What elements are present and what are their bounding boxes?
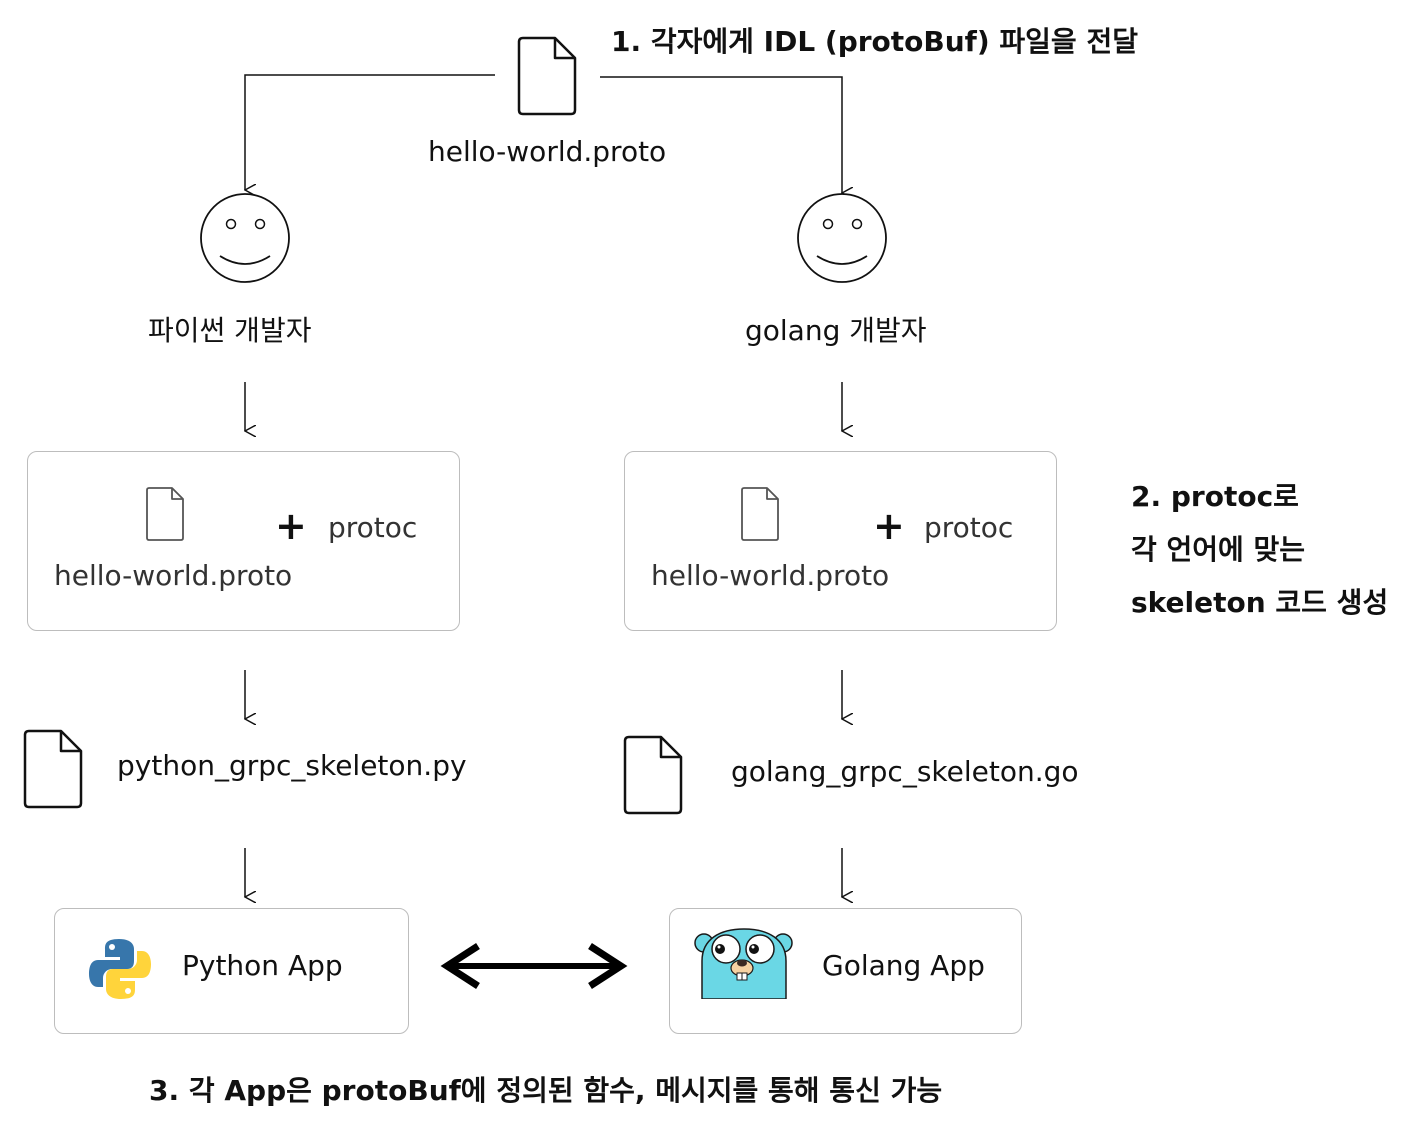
smiley-face-icon (797, 193, 887, 283)
smiley-face-icon (200, 193, 290, 283)
golang-compile-box: + protoc hello-world.proto (624, 451, 1057, 631)
file-icon (23, 729, 83, 809)
proto-file-label: hello-world.proto (54, 559, 293, 592)
connector-to-python-dev (245, 74, 495, 190)
python-compile-box: + protoc hello-world.proto (27, 451, 460, 631)
step2-line2: 각 언어에 맞는 (1131, 533, 1306, 566)
step1-caption: 1. 각자에게 IDL (protoBuf) 파일을 전달 (611, 25, 1138, 58)
python-app-label: Python App (182, 949, 343, 982)
python-developer-label: 파이썬 개발자 (148, 314, 312, 347)
protoc-label: protoc (924, 511, 1014, 544)
golang-skeleton-file: golang_grpc_skeleton.go (731, 755, 1079, 788)
proto-file-label: hello-world.proto (651, 559, 890, 592)
connector-to-golang-dev (600, 76, 842, 193)
plus-sign: + (275, 504, 307, 548)
bidirectional-arrow (440, 943, 628, 989)
file-icon (146, 487, 184, 541)
step2-caption: 2. protoc로 각 언어에 맞는 skeleton 코드 생성 (1131, 470, 1388, 629)
python-logo-icon (89, 939, 151, 999)
source-file-name: hello-world.proto (428, 135, 667, 168)
golang-app-box: Golang App (669, 908, 1022, 1034)
file-icon (517, 36, 577, 116)
go-gopher-icon (694, 928, 793, 999)
plus-sign: + (873, 504, 905, 548)
golang-app-label: Golang App (822, 949, 985, 982)
file-icon (623, 735, 683, 815)
golang-developer-label: golang 개발자 (745, 314, 927, 347)
file-icon (741, 487, 779, 541)
step2-line3: skeleton 코드 생성 (1131, 586, 1389, 619)
python-skeleton-file: python_grpc_skeleton.py (117, 749, 467, 782)
step2-line1: 2. protoc로 (1131, 480, 1299, 513)
python-app-box: Python App (54, 908, 409, 1034)
protoc-label: protoc (328, 511, 418, 544)
step3-caption: 3. 각 App은 protoBuf에 정의된 함수, 메시지를 통해 통신 가… (149, 1074, 943, 1107)
